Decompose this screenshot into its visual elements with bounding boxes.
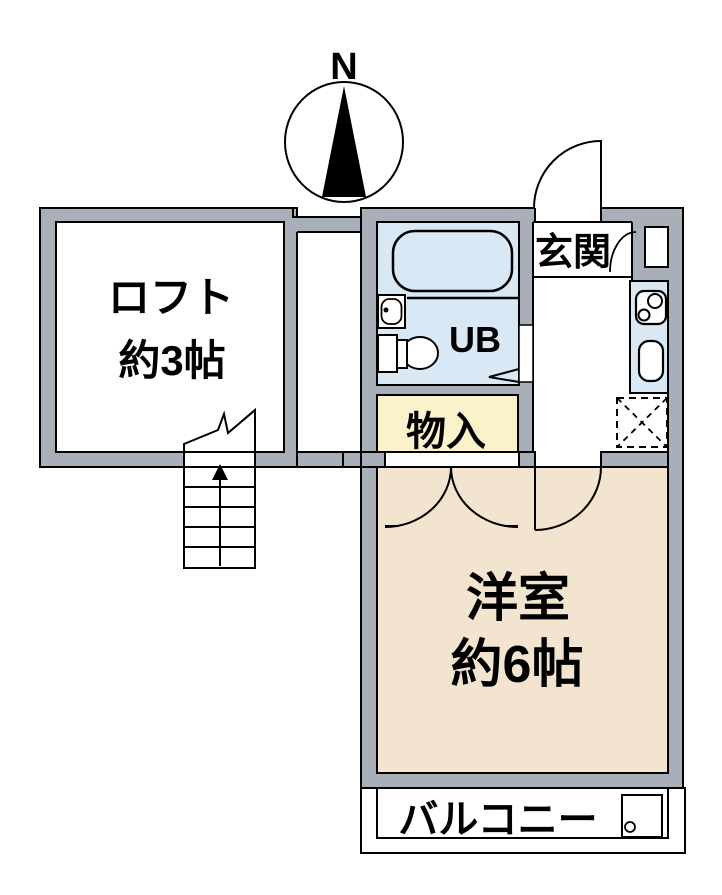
shoe-cabinet-door-swing <box>609 231 637 273</box>
balcony-label: バルコニー <box>398 798 597 842</box>
stove-burner-large <box>647 293 663 309</box>
unit-bath-label: UB <box>449 319 501 360</box>
closet-door-left <box>384 466 452 528</box>
wall-ub-storage-divider <box>361 385 533 395</box>
compass-circle <box>284 81 404 203</box>
wall-pier-middle <box>518 451 536 468</box>
wall-storage-right <box>519 395 533 452</box>
north-needle-icon <box>322 86 366 197</box>
loft-label: ロフト <box>108 274 234 321</box>
wall-top-right-of-door <box>601 208 683 222</box>
stairs-up-arrow-icon <box>212 464 228 480</box>
western-room-label: 洋室 <box>466 570 570 628</box>
wall-pier-left <box>342 451 386 468</box>
stove-burner-small <box>637 308 651 322</box>
outline-top-recess <box>292 208 361 233</box>
balcony-floor <box>376 787 669 839</box>
refrigerator-space <box>616 397 668 448</box>
western-room-floor <box>376 466 669 774</box>
ub-door-swing <box>488 368 520 383</box>
kitchen-sink <box>637 339 665 383</box>
wall-pier-right <box>600 451 669 468</box>
balcony <box>360 787 686 854</box>
storage-label: 物入 <box>406 410 486 454</box>
toilet-seat <box>396 339 408 369</box>
wall-top-left-of-door <box>361 208 535 222</box>
washbasin-faucet-icon <box>383 307 389 313</box>
refrigerator-space-cross <box>616 397 668 448</box>
wall-bottom <box>361 773 683 788</box>
western-room-size-label: 約6帖 <box>451 636 584 694</box>
entrance-door-swing <box>533 140 602 209</box>
entrance-label: 玄関 <box>535 232 611 274</box>
north-label: N <box>330 46 357 88</box>
storage-floor <box>376 394 519 453</box>
washer-pan <box>621 794 663 838</box>
doors <box>384 140 637 531</box>
drain-icon <box>624 821 636 833</box>
toilet-tank <box>377 334 398 373</box>
stairs <box>183 407 256 569</box>
washbasin <box>377 294 406 329</box>
wall-top-recess <box>293 217 361 232</box>
loft-size-label: 約3帖 <box>118 337 225 384</box>
unit-bath-fixtures <box>377 229 534 383</box>
shoe-cabinet <box>644 226 669 268</box>
closet-door-right <box>450 466 519 528</box>
washbasin-bowl <box>380 298 403 325</box>
bathtub <box>391 229 514 293</box>
compass: N <box>284 46 404 203</box>
kitchen-fixtures <box>616 289 668 448</box>
ub-door-opening <box>518 324 534 383</box>
wall-right <box>668 208 683 788</box>
outline-entrance-jambs <box>534 208 602 222</box>
room-door-swing <box>534 466 602 531</box>
wall-left <box>361 208 377 788</box>
room-labels: ロフト 約3帖 UB 玄関 物入 洋室 約6帖 バルコニー <box>108 232 611 842</box>
